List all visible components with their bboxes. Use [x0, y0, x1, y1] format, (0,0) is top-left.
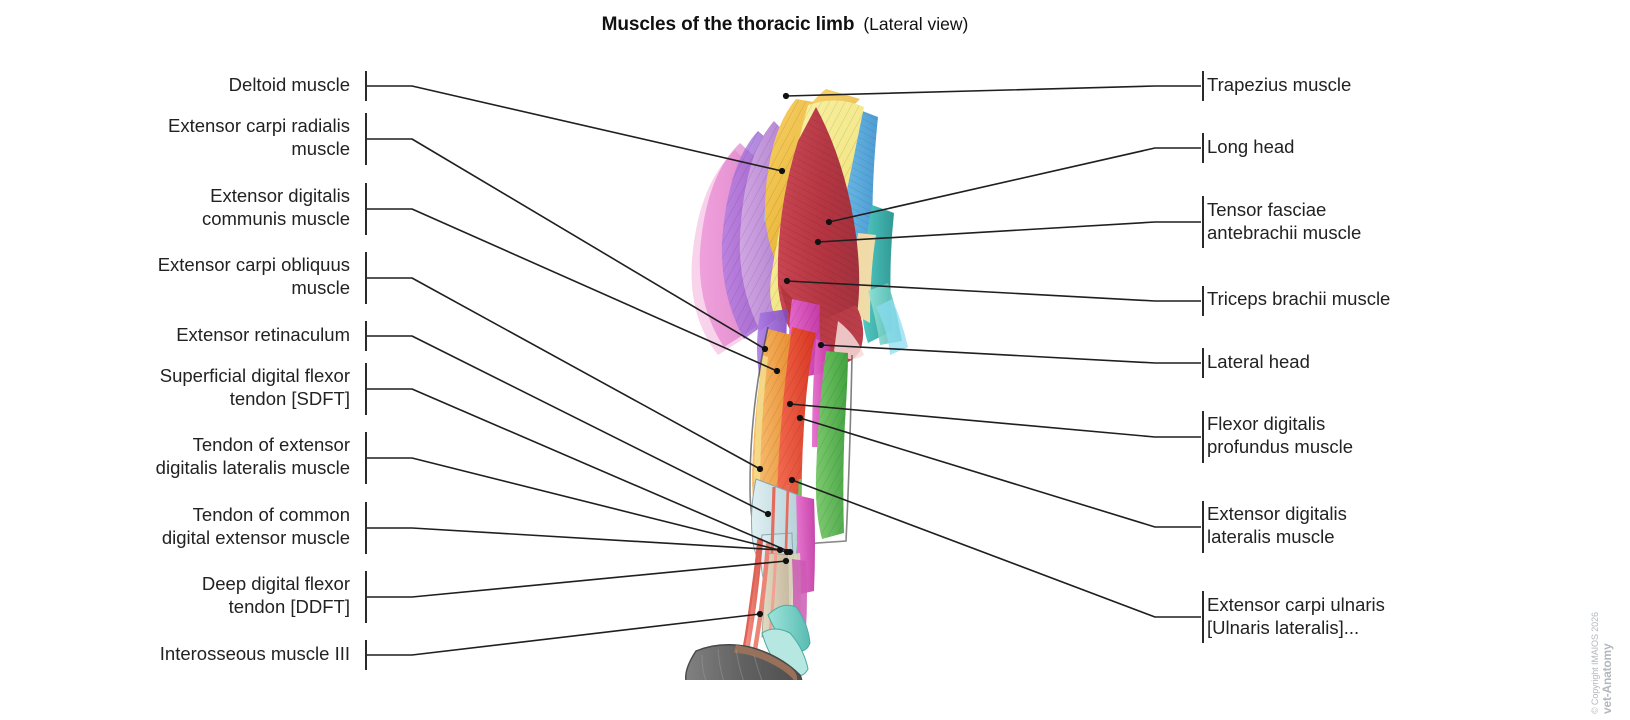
- label-extensor-digitalis-communis-muscle[interactable]: Extensor digitalis communis muscle: [201, 185, 350, 229]
- watermark-copyright: © Copyright IMAIOS 2026: [1590, 612, 1600, 714]
- tick-extensor-digitalis-communis-muscle: [365, 183, 367, 235]
- tick-tendon-of-common-digital-extensor-muscle: [365, 502, 367, 554]
- watermark: vet-Anatomy © Copyright IMAIOS 2026: [1584, 564, 1628, 714]
- label-superficial-digital-flexor-tendon[interactable]: Superficial digital flexor tendon [SDFT]: [159, 365, 350, 409]
- page-title: Muscles of the thoracic limb (Lateral vie…: [0, 14, 1570, 36]
- tick-extensor-carpi-ulnaris: [1202, 591, 1204, 643]
- label-tendon-of-common-digital-extensor-muscle[interactable]: Tendon of common digital extensor muscle: [161, 504, 350, 548]
- anatomy-illustration: [640, 55, 940, 680]
- tick-extensor-carpi-obliquus-muscle: [365, 252, 367, 304]
- tick-extensor-carpi-radialis-muscle: [365, 113, 367, 165]
- label-extensor-retinaculum[interactable]: Extensor retinaculum: [176, 324, 350, 345]
- label-trapezius-muscle[interactable]: Trapezius muscle: [1207, 74, 1352, 95]
- tick-tensor-fasciae-antebrachii-muscle: [1202, 196, 1204, 248]
- label-interosseous-muscle-iii[interactable]: Interosseous muscle III: [159, 643, 350, 664]
- label-deep-digital-flexor-tendon[interactable]: Deep digital flexor tendon [DDFT]: [201, 573, 350, 617]
- label-long-head[interactable]: Long head: [1207, 136, 1295, 157]
- label-deltoid-muscle[interactable]: Deltoid muscle: [228, 74, 350, 95]
- tick-long-head: [1202, 133, 1204, 163]
- label-triceps-brachii-muscle[interactable]: Triceps brachii muscle: [1207, 288, 1391, 309]
- tick-superficial-digital-flexor-tendon: [365, 363, 367, 415]
- tick-extensor-retinaculum: [365, 321, 367, 351]
- tick-deep-digital-flexor-tendon: [365, 571, 367, 623]
- label-extensor-carpi-radialis-muscle[interactable]: Extensor carpi radialis muscle: [168, 115, 350, 159]
- tick-interosseous-muscle-iii: [365, 640, 367, 670]
- title-subtitle-text: (Lateral view): [863, 14, 969, 34]
- label-lateral-head[interactable]: Lateral head: [1207, 351, 1310, 372]
- label-tensor-fasciae-antebrachii-muscle[interactable]: Tensor fasciae antebrachii muscle: [1207, 199, 1362, 243]
- title-main-text: Muscles of the thoracic limb: [601, 14, 855, 35]
- tick-deltoid-muscle: [365, 71, 367, 101]
- tick-trapezius-muscle: [1202, 71, 1204, 101]
- label-extensor-digitalis-lateralis-muscle[interactable]: Extensor digitalis lateralis muscle: [1207, 503, 1347, 547]
- tick-lateral-head: [1202, 348, 1204, 378]
- tick-triceps-brachii-muscle: [1202, 286, 1204, 316]
- label-extensor-carpi-ulnaris[interactable]: Extensor carpi ulnaris [Ulnaris laterali…: [1207, 594, 1385, 638]
- tick-tendon-of-extensor-digitalis-lateralis-muscle: [365, 432, 367, 484]
- tick-flexor-digitalis-profundus-muscle: [1202, 411, 1204, 463]
- watermark-brand: vet-Anatomy: [1600, 643, 1614, 714]
- label-flexor-digitalis-profundus-muscle[interactable]: Flexor digitalis profundus muscle: [1207, 413, 1354, 457]
- label-extensor-carpi-obliquus-muscle[interactable]: Extensor carpi obliquus muscle: [157, 254, 350, 298]
- label-tendon-of-extensor-digitalis-lateralis-muscle[interactable]: Tendon of extensor digitalis lateralis m…: [155, 434, 350, 478]
- tick-extensor-digitalis-lateralis-muscle: [1202, 501, 1204, 553]
